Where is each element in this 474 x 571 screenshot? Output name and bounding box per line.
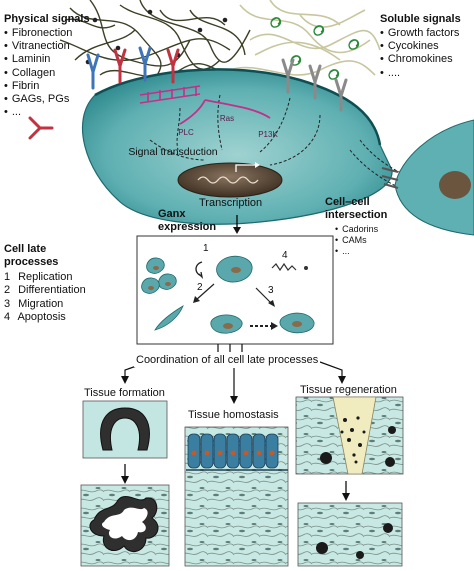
list-item: 2 Differentiation <box>4 284 86 297</box>
physical-signals-title: Physical signals <box>4 13 90 25</box>
membrane-receptors <box>28 46 348 140</box>
replication-arrow <box>195 261 204 279</box>
wound-area <box>332 396 377 475</box>
list-item: Fibrin <box>4 80 72 93</box>
list-item: Laminin <box>4 53 72 66</box>
pi3k-label: P13K <box>258 130 278 139</box>
integrin-complex <box>139 85 201 104</box>
list-item: Collagen <box>4 67 72 80</box>
list-item: 1 Replication <box>4 271 73 283</box>
extracellular-matrix-fibers-light <box>229 0 381 76</box>
magenta-pathway-arrows <box>179 99 271 125</box>
migration-arrow <box>255 287 273 305</box>
list-item: ... <box>335 246 378 257</box>
wound-debris <box>320 416 396 467</box>
soluble-signals-list: Growth factors Cycokines Chromokines ...… <box>380 27 460 80</box>
list-item: Chromokines <box>380 53 459 66</box>
process-nuclei <box>148 266 302 329</box>
process-number-1: 1 <box>203 243 209 254</box>
process-number-4: 4 <box>282 250 288 261</box>
transcription-arrow <box>235 164 258 172</box>
plc-label: PLC <box>178 128 194 137</box>
cell-membrane <box>94 68 382 146</box>
coordination-label: Coordination of all cell late processes <box>134 354 321 367</box>
physical-signals-list: Fibronection Vitranection Laminin Collag… <box>4 27 73 119</box>
transcription-label: Transcription <box>199 197 263 209</box>
process-number-3: 3 <box>268 285 274 296</box>
list-item: GAGs, PGs <box>4 93 72 106</box>
tissue-regeneration-label: Tissue regeneration <box>300 384 397 396</box>
tissue-homeostasis-label: Tissue homostasis <box>188 409 279 421</box>
cell-cell-intersection-title: Cell–cell intersection <box>325 196 388 221</box>
cell-late-processes-list: 1 Replication 2 Differentiation 3 Migrat… <box>4 271 86 325</box>
soluble-signals-title: Soluble signals <box>380 13 461 25</box>
ras-label: Ras <box>219 114 235 123</box>
list-item: ... <box>4 106 72 119</box>
epithelial-nuclei <box>191 450 275 456</box>
neighbor-cell <box>394 119 474 236</box>
horseshoe-tissue <box>100 407 150 451</box>
neighbor-nucleus <box>439 171 471 199</box>
differentiation-arrow <box>195 283 215 301</box>
cell-cell-list: Cadorins CAMs ... <box>335 224 378 257</box>
process-number-2: 2 <box>197 282 203 293</box>
list-item: 3 Migration <box>4 297 64 310</box>
list-item: Growth factors <box>380 27 460 40</box>
list-item: Vitranection <box>4 40 72 53</box>
list-item: Fibronection <box>4 27 73 40</box>
signal-transduction-label: Signal transduction <box>128 146 218 158</box>
nucleus <box>177 162 283 198</box>
tissue-formation-label: Tissue formation <box>84 387 165 399</box>
dna-helix <box>197 176 259 184</box>
tissue-formation-top-panel <box>82 400 168 459</box>
list-item: CAMs <box>335 235 378 246</box>
cell-late-processes-title: Cell late processes <box>4 243 59 268</box>
tissue-regeneration-bottom-panel <box>297 502 403 567</box>
list-item: 4 Apoptosis <box>4 311 66 324</box>
gene-expression-label: Ganx expression <box>158 208 217 233</box>
list-item: Cadorins <box>335 224 378 235</box>
list-item: .... <box>380 67 459 80</box>
list-item: Cycokines <box>380 40 459 53</box>
apoptosis-squiggle <box>271 262 297 272</box>
cell-cell-junctions <box>381 167 399 189</box>
